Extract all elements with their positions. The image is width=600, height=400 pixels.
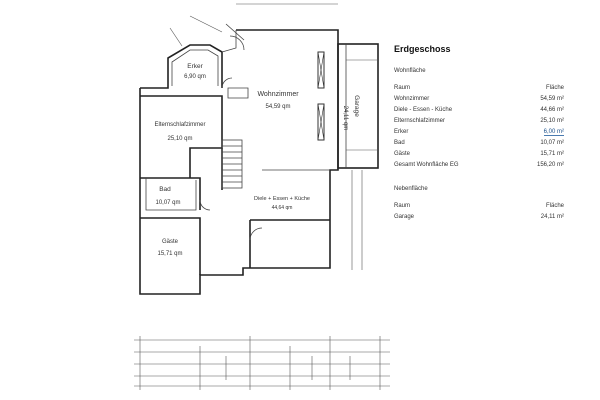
table-row-total: Gesamt Wohnfläche EG 156,20 m²	[394, 159, 564, 170]
label-erker-area: 6,90 qm	[184, 74, 206, 80]
room-name: Bad	[394, 139, 405, 146]
room-name: Diele - Essen - Küche	[394, 106, 453, 113]
interior-walls	[140, 87, 330, 275]
label-wohnzimmer-area: 54,59 qm	[265, 104, 290, 110]
room-name: Erker	[394, 128, 409, 135]
label-bad-area: 10,07 qm	[155, 200, 180, 206]
room-name: Elternschlafzimmer	[394, 117, 446, 124]
garage-outline	[337, 43, 379, 169]
door-swings	[199, 35, 263, 241]
label-wohnzimmer: Wohnzimmer	[257, 91, 299, 98]
label-garage-area: 24,11 qm	[342, 106, 348, 131]
table-row: Diele - Essen - Küche 44,66 m²	[394, 104, 564, 115]
room-area: 15,71 m²	[540, 150, 564, 157]
room-area: 54,59 m²	[540, 95, 564, 102]
table-row: Wohnzimmer 54,59 m²	[394, 93, 564, 104]
label-eltern: Elternschlafzimmer	[154, 122, 205, 128]
windows	[317, 51, 325, 141]
label-bad: Bad	[159, 186, 171, 193]
col-room-header: Raum	[394, 84, 411, 91]
label-gaeste: Gäste	[162, 239, 179, 245]
col-area-header: Fläche	[545, 202, 564, 209]
table-row: Elternschlafzimmer 25,10 m²	[394, 115, 564, 126]
total-label: Gesamt Wohnfläche EG	[394, 161, 459, 168]
col-room-header: Raum	[394, 202, 411, 209]
room-name: Wohnzimmer	[394, 95, 430, 102]
label-erker: Erker	[187, 63, 203, 70]
label-gaeste-area: 15,71 qm	[157, 251, 182, 257]
table-row: Bad 10,07 m²	[394, 137, 564, 148]
room-area: 44,66 m²	[540, 106, 564, 113]
room-area: 6,00 m²	[543, 128, 564, 136]
living-area-table: Raum Fläche Wohnzimmer 54,59 m² Diele - …	[394, 82, 564, 170]
room-area: 25,10 m²	[540, 117, 564, 124]
secondary-area-heading: Nebenfläche	[394, 186, 428, 192]
total-area: 156,20 m²	[536, 161, 564, 168]
col-area-header: Fläche	[545, 84, 564, 91]
table-row: Gäste 15,71 m²	[394, 148, 564, 159]
secondary-area-table: Raum Fläche Garage 24,11 m²	[394, 200, 564, 222]
room-name: Garage	[394, 213, 415, 220]
room-area: 24,11 m²	[540, 213, 564, 220]
dimension-lines	[134, 3, 390, 390]
secondary-area-header-row: Raum Fläche	[394, 200, 564, 211]
table-row: Garage 24,11 m²	[394, 211, 564, 222]
label-diele-area: 44,64 qm	[272, 205, 293, 211]
table-row: Erker 6,00 m²	[394, 126, 564, 137]
sheet-title: Erdgeschoss	[394, 44, 451, 54]
label-garage: Garage	[353, 95, 360, 117]
room-name: Gäste	[394, 150, 411, 157]
staircase	[221, 139, 243, 189]
area-legend: Erdgeschoss Wohnfläche Raum Fläche Wohnz…	[394, 44, 594, 222]
plan-labels: Erker 6,90 qm Wohnzimmer 54,59 qm Eltern…	[154, 63, 360, 257]
room-area: 10,07 m²	[540, 139, 564, 146]
living-area-header-row: Raum Fläche	[394, 82, 564, 93]
label-diele: Diele + Essen + Küche	[254, 196, 310, 202]
label-eltern-area: 25,10 qm	[167, 136, 192, 142]
living-area-heading: Wohnfläche	[394, 68, 426, 74]
